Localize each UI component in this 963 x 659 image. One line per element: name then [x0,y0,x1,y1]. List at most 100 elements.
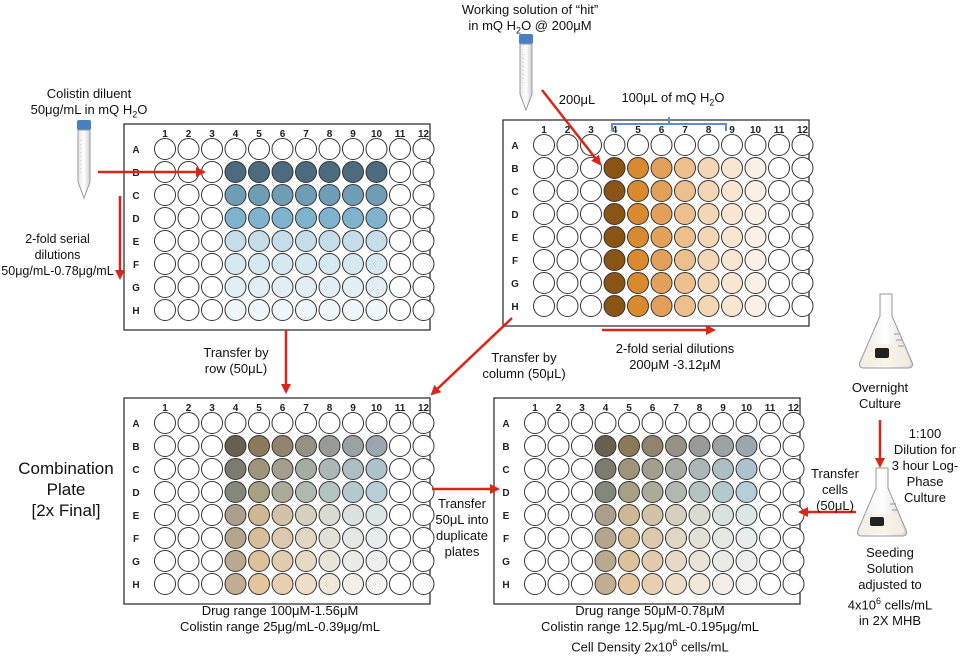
plate-well [674,203,696,225]
plate-well [768,180,790,202]
plate-row-label: C [502,465,509,476]
plate-well [154,573,176,595]
plate-well [571,550,593,572]
plate-well [295,435,317,457]
plate-well [524,504,546,526]
plate-well [768,272,790,294]
plate-well [389,299,411,321]
plate-well [688,412,711,434]
plate-well [618,458,640,480]
plate-well [759,550,781,572]
plate-well [248,161,270,183]
plate-well [412,412,435,434]
plate-well [389,161,411,183]
plate-well [744,295,767,317]
plate-well [365,161,388,183]
plate-row-label: G [132,283,140,294]
plate-column-label: 7 [303,129,309,140]
plate-well [201,276,223,298]
plate-well [295,276,317,298]
plate-well [295,550,317,572]
plate-well [271,184,294,206]
plate-row-label: C [132,191,139,202]
plate-well [721,295,743,317]
plate-well [412,276,435,298]
plate-well [248,299,270,321]
plate-well [412,481,435,503]
plate-well [782,435,805,457]
plate-column-label: 5 [635,125,641,136]
plate-well [295,573,317,595]
plate-well [547,550,570,572]
plate-well [665,435,687,457]
plate-well [641,550,664,572]
plate-well [177,458,200,480]
plate-well [295,458,317,480]
plate-well [154,253,176,275]
plate-well [154,458,176,480]
plate-well [342,412,364,434]
plate-well [318,276,341,298]
plate-well [201,207,223,229]
plate-column-label: 7 [303,403,309,414]
plate-well [735,458,758,480]
plate-well [201,573,223,595]
plate-well [201,412,223,434]
plate-row-label: A [511,141,518,152]
plate-well [524,550,546,572]
plate-well [271,161,294,183]
plate-well [248,207,270,229]
plate-well [712,458,734,480]
plate-well [224,481,247,503]
plate-well [224,253,247,275]
plate-well [697,180,720,202]
plate-well [556,295,579,317]
plate-row-label: B [502,442,509,453]
plate-well [641,504,664,526]
plate-well [768,249,790,271]
plate-well [154,550,176,572]
plate-well [224,550,247,572]
plate-well [412,253,435,275]
colistin-tube-icon [77,120,91,200]
plate-well [791,203,814,225]
plate-well [271,412,294,434]
plate-well [556,157,579,179]
plate-well [318,230,341,252]
plate-well [342,299,364,321]
water-bracket [611,117,727,131]
plate-well [547,435,570,457]
plate-column-label: 9 [720,403,726,414]
plate-well [594,458,617,480]
plate-well [688,573,711,595]
plate-column-label: 4 [233,129,239,140]
plate-well [650,249,673,271]
plate-column-label: 2 [556,403,562,414]
plate-well [412,550,435,572]
plate-well [533,226,555,248]
plate-well [697,272,720,294]
plate-well [674,134,696,156]
plate-well [412,435,435,457]
plate-well [533,272,555,294]
plate-well [365,276,388,298]
plate-well [782,573,805,595]
plate-well [650,226,673,248]
plate-column-label: 8 [327,403,333,414]
plate-well [389,276,411,298]
plate-well [318,435,341,457]
plate-well [556,226,579,248]
plate-well [641,527,664,549]
plate-well [224,527,247,549]
plate-well [603,157,626,179]
plate-well [674,272,696,294]
plate-well [177,276,200,298]
plate-well [318,184,341,206]
plate-well [342,458,364,480]
plate-well [154,527,176,549]
plate-well [650,295,673,317]
plate-well [524,481,546,503]
plate-well [674,295,696,317]
plate-well [342,184,364,206]
